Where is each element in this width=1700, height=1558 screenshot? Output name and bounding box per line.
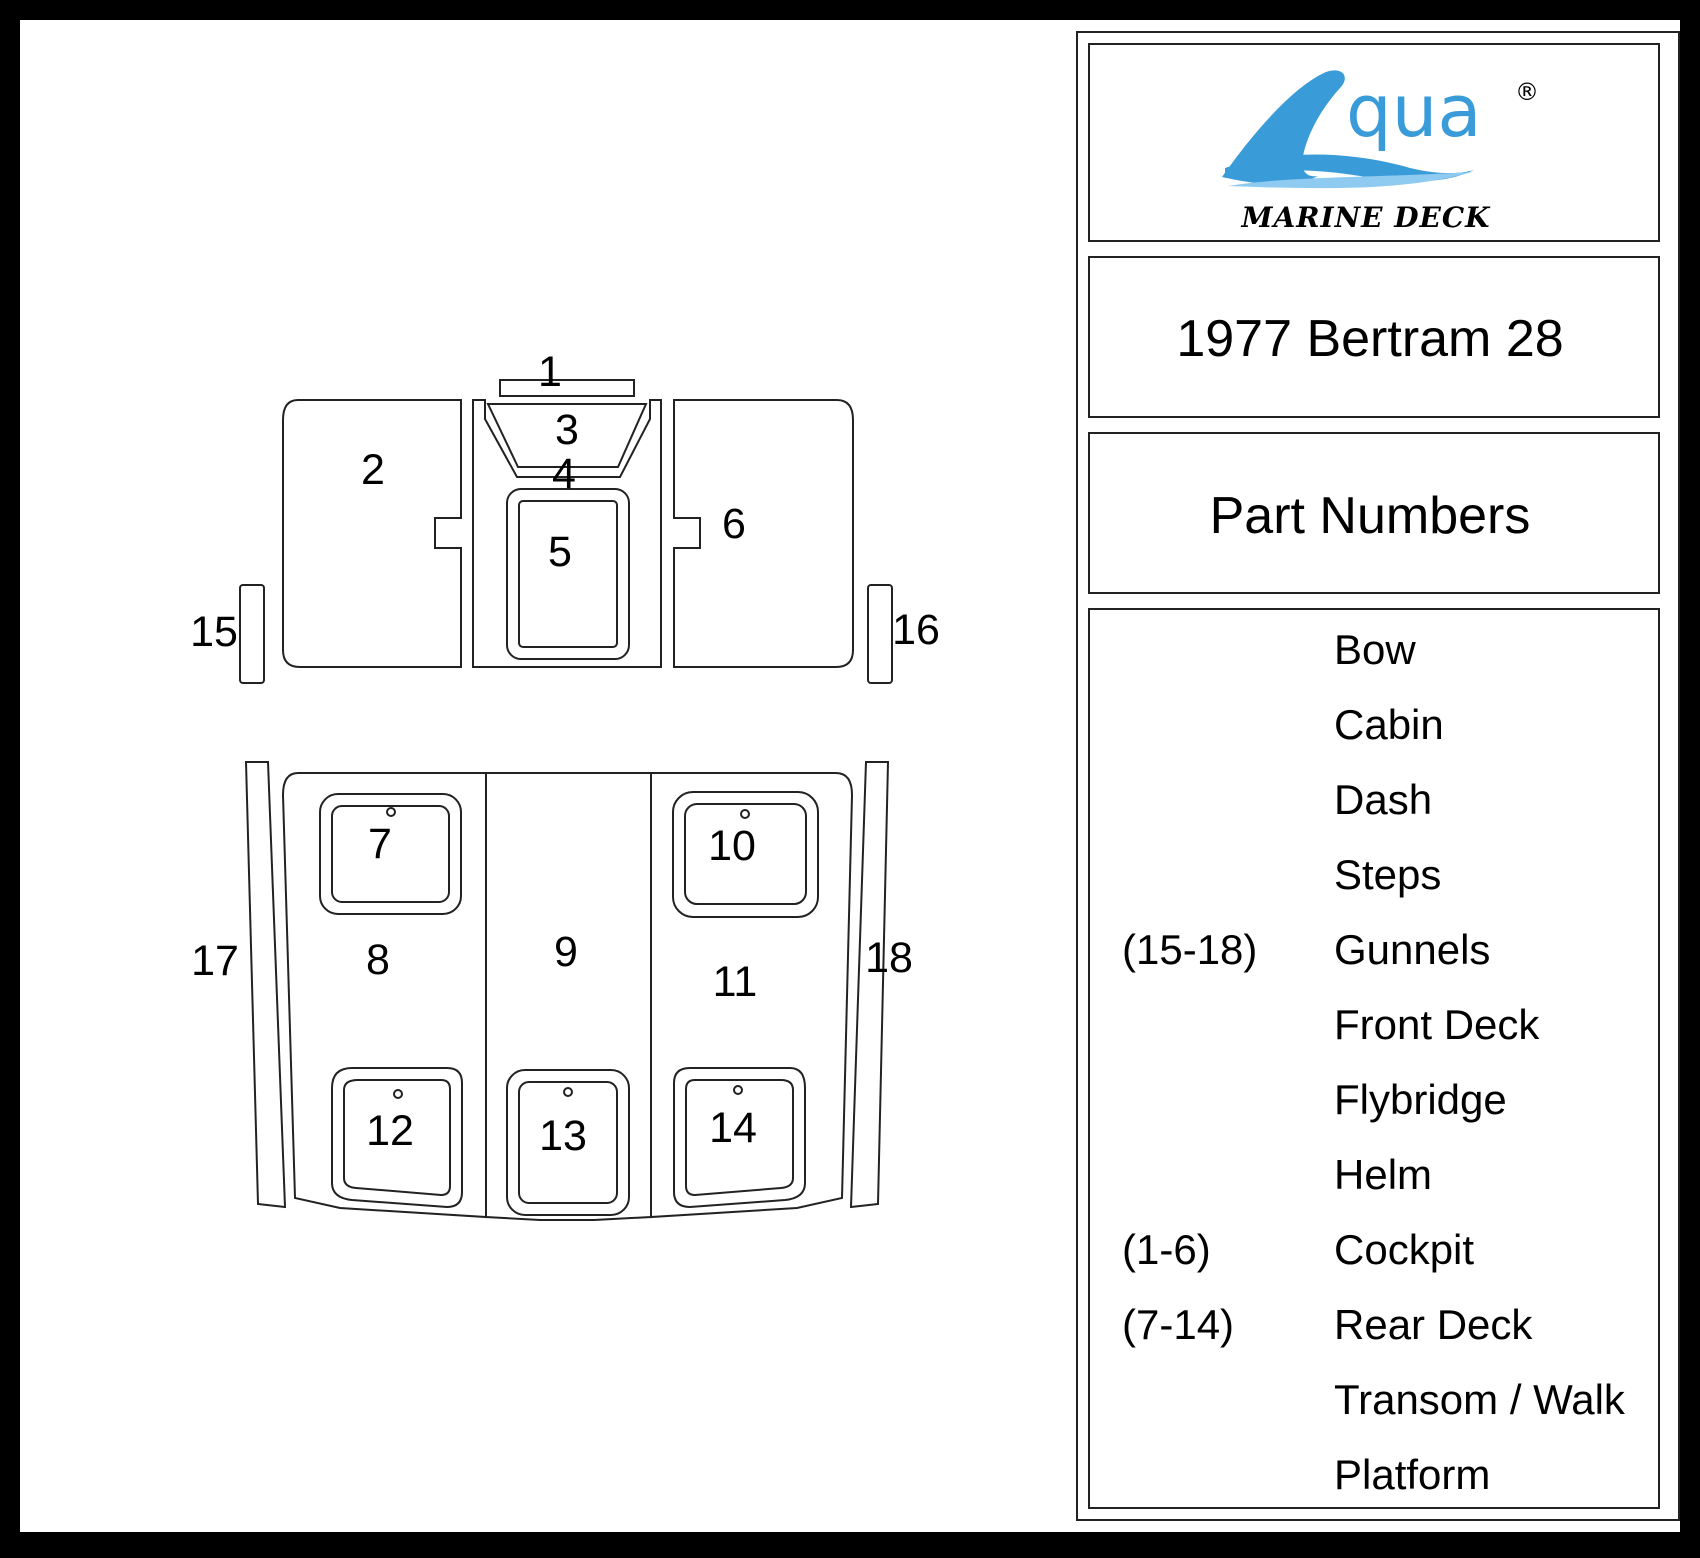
- part-label-10: 10: [708, 822, 756, 870]
- part-10-shape: [684, 803, 807, 905]
- brand-tagline: MARINE DECK: [1240, 201, 1491, 234]
- part-1-shape: [499, 379, 635, 397]
- part-10-outer: [672, 791, 819, 918]
- part-label-18: 18: [865, 934, 913, 982]
- logo-water-icon: [1228, 172, 1472, 189]
- logo-text: qua: [1346, 69, 1481, 153]
- registered-mark: ®: [1515, 78, 1539, 106]
- legend-name: Cockpit: [1334, 1226, 1474, 1273]
- part-11-shape: [650, 772, 854, 1219]
- legend-name: Cabin: [1334, 701, 1444, 748]
- part-2-shape: [282, 399, 462, 668]
- part-17-shape: [244, 761, 287, 1209]
- legend-range: (1-6): [1122, 1226, 1211, 1273]
- part-16-shape: [867, 584, 893, 684]
- part-7-shape: [331, 805, 450, 903]
- part-6-shape: [673, 399, 854, 668]
- part-7-hole: [386, 807, 396, 817]
- legend-range: (7-14): [1122, 1301, 1234, 1348]
- deck-diagram: 1 2 3 4 5 6 7 8 9 10 11 12 13 14 15 16 1…: [190, 348, 940, 1221]
- part-13-shape: [518, 1081, 618, 1204]
- part-5-shape: [518, 500, 618, 648]
- part-label-12: 12: [366, 1107, 414, 1155]
- legend-name: Helm: [1334, 1151, 1432, 1198]
- part-14-hole: [733, 1085, 743, 1095]
- part-18-shape: [849, 761, 890, 1209]
- part-5-outer: [506, 488, 630, 660]
- part-label-13: 13: [539, 1112, 587, 1160]
- part-3-shape: [486, 403, 648, 468]
- part-4-shape: [472, 399, 662, 668]
- part-label-9: 9: [554, 928, 578, 976]
- sheet-background: [20, 20, 1680, 1532]
- title-box: [1088, 256, 1660, 418]
- part-7-outer: [319, 793, 462, 915]
- part-10-hole: [740, 809, 750, 819]
- part-13-hole: [563, 1087, 573, 1097]
- part-label-5: 5: [548, 528, 572, 576]
- legend-name: Steps: [1334, 851, 1441, 898]
- part-15-shape: [239, 584, 265, 684]
- part-14-shape: [685, 1079, 794, 1197]
- page-subtitle: Part Numbers: [1210, 487, 1531, 545]
- part-14-outer: [673, 1067, 806, 1209]
- part-label-4: 4: [552, 450, 576, 498]
- part-label-16: 16: [892, 606, 940, 654]
- legend-name: Bow: [1334, 626, 1416, 673]
- part-label-2: 2: [361, 446, 385, 494]
- legend-range: (15-18): [1122, 926, 1257, 973]
- info-panel: qua ® MARINE DECK 1977 Bertram 28 Part N…: [1076, 31, 1680, 1521]
- part-label-11: 11: [713, 958, 758, 1006]
- legend-name: Front Deck: [1334, 1001, 1540, 1048]
- part-label-8: 8: [366, 936, 390, 984]
- part-label-3: 3: [555, 406, 579, 454]
- part-12-hole: [393, 1089, 403, 1099]
- part-label-15: 15: [190, 608, 238, 656]
- part-12-outer: [331, 1067, 463, 1209]
- panel-outer-frame: [1076, 31, 1680, 1521]
- part-label-7: 7: [368, 820, 392, 868]
- part-13-outer: [506, 1069, 630, 1216]
- legend-name: Rear Deck: [1334, 1301, 1533, 1348]
- part-label-17: 17: [191, 937, 239, 985]
- part-8-shape: [281, 772, 487, 1219]
- part-12-shape: [343, 1079, 451, 1197]
- legend-name: Flybridge: [1334, 1076, 1507, 1123]
- legend-name: Transom / Walk: [1334, 1376, 1626, 1423]
- part-label-1: 1: [538, 348, 562, 396]
- logo-swoosh-icon: [1225, 154, 1474, 182]
- legend-name: Platform: [1334, 1451, 1490, 1498]
- aqua-logo: qua ® MARINE DECK: [1222, 69, 1539, 234]
- logo-box: [1088, 43, 1660, 242]
- legend-box: [1088, 608, 1660, 1509]
- legend-name: Gunnels: [1334, 926, 1490, 973]
- subtitle-box: [1088, 432, 1660, 594]
- part-label-14: 14: [709, 1104, 757, 1152]
- page-title: 1977 Bertram 28: [1176, 310, 1563, 368]
- part-label-6: 6: [722, 500, 746, 548]
- logo-wave-icon: [1222, 70, 1345, 185]
- legend-name: Dash: [1334, 776, 1432, 823]
